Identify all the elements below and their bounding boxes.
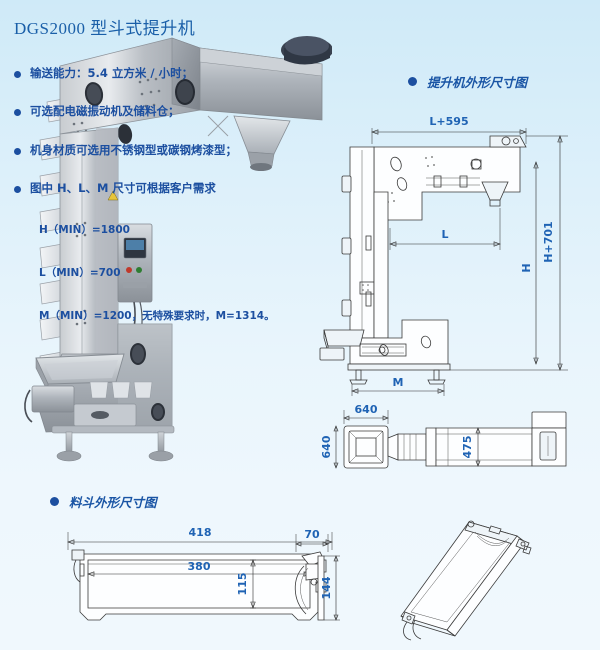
elevator-outline (319, 135, 527, 385)
photo-head-housing (59, 36, 332, 171)
dim-bucket-inner-width-label: 380 (188, 560, 211, 573)
bullet-icon (50, 497, 59, 506)
dim-inner-width-label: L (441, 228, 448, 241)
bucket-iso-outline (400, 520, 532, 641)
bucket-front-view-drawing: 418 380 (60, 520, 340, 632)
dim-top-depth: 640 (320, 425, 339, 469)
spec-label: 可选配电磁振动机及储料仓； (30, 104, 180, 119)
dimension-note-label: L（MIN）=700 (39, 266, 121, 279)
dim-bucket-side-depth-label: 70 (304, 528, 320, 541)
elevator-dimension-drawing: L+595 (319, 92, 598, 396)
section-heading-label: 提升机外形尺寸图 (427, 75, 528, 90)
dim-bucket-side-height-label: 144 (320, 576, 333, 599)
dim-top-height-label: 475 (461, 436, 474, 459)
spec-item: 可选配电磁振动机及储料仓； (14, 104, 254, 118)
page-title: DGS2000 型斗式提升机 (14, 19, 196, 38)
dimension-note: H（MIN）=1800 (39, 220, 254, 238)
bucket-isometric-drawing (395, 512, 595, 642)
dim-bucket-outer-width-label: 418 (189, 526, 212, 539)
bullet-icon (14, 186, 21, 194)
top-view-dimension-drawing: 640 640 (318, 398, 590, 480)
dimension-note: M（MIN）=1200，无特殊要求时，M=1314。 (39, 306, 275, 324)
dim-bucket-height: 115 (236, 559, 256, 609)
dim-inner-height-label: H (520, 263, 533, 272)
spec-item: 机身材质可选用不锈钢型或碳钢烤漆型； (14, 143, 254, 157)
specification-list: 输送能力：5.4 立方米 / 小时； 可选配电磁振动机及储料仓； 机身材质可选用… (14, 66, 275, 349)
photo-tower-column (59, 127, 153, 381)
photo-base-assembly (24, 323, 175, 462)
dim-bucket-side-depth: 70 (295, 528, 329, 552)
spec-label: 图中 H、L、M 尺寸可根据客户需求 (30, 181, 216, 196)
spec-item: 输送能力：5.4 立方米 / 小时； (14, 66, 254, 80)
dim-inner-width: L (389, 208, 501, 250)
dim-overall-width-label: L+595 (429, 115, 468, 128)
top-view-conveyor (387, 427, 533, 467)
dim-base-width-label: M (393, 376, 404, 389)
top-view-motor-block (531, 411, 567, 467)
bullet-icon (408, 77, 417, 86)
dim-top-width: 640 (343, 403, 389, 424)
top-view-hopper (343, 425, 389, 469)
dimension-note: L（MIN）=700 (39, 263, 254, 281)
dim-bucket-side-height: 144 (320, 555, 340, 621)
bucket-body-outline (71, 549, 327, 621)
dimension-note-label: M（MIN）=1200，无特殊要求时，M=1314。 (39, 309, 275, 322)
section-heading-label: 料斗外形尺寸图 (69, 495, 157, 510)
spec-item: 图中 H、L、M 尺寸可根据客户需求 (14, 181, 254, 195)
spec-label: 机身材质可选用不锈钢型或碳钢烤漆型； (30, 142, 237, 157)
dim-top-height: 475 (461, 427, 481, 467)
dim-overall-width: L+595 (371, 115, 527, 144)
dim-top-depth-label: 640 (320, 435, 333, 458)
dim-bucket-height-label: 115 (236, 573, 249, 596)
dim-bucket-outer-width: 418 (67, 526, 333, 550)
section-heading-elevator-drawing: 提升机外形尺寸图 (408, 72, 527, 91)
dim-top-width-label: 640 (355, 403, 378, 416)
bullet-icon (14, 71, 21, 78)
section-heading-bucket-drawing: 料斗外形尺寸图 (50, 492, 157, 511)
bucket-side-outline (294, 551, 325, 621)
bullet-icon (14, 109, 21, 117)
spec-label: 输送能力：5.4 立方米 / 小时； (30, 66, 194, 80)
dimension-note-label: H（MIN）=1800 (39, 223, 130, 236)
bullet-icon (14, 147, 21, 155)
dim-base-width: M (351, 376, 445, 396)
dim-overall-height: H+701 (450, 135, 568, 371)
dim-overall-height-label: H+701 (542, 221, 555, 262)
dim-inner-height: H (520, 161, 539, 365)
product-photo (22, 24, 332, 474)
bucket-side-view-drawing: 70 144 (288, 522, 374, 634)
